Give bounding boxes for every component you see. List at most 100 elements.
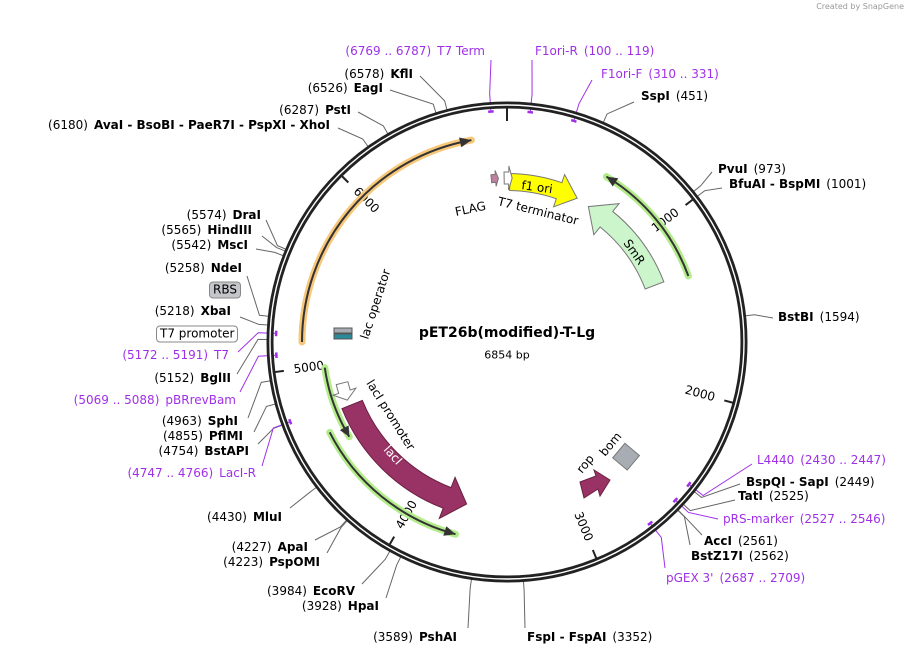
orf-arrow-orange-head [459,137,472,148]
site-label-ecorv[interactable]: (3984)EcoRV [261,584,355,598]
site-position: (4855) [162,429,203,443]
site-name: SphI [207,414,238,428]
site-name: KflI [390,67,413,81]
site-name: PshAI [418,630,457,644]
site-label-drai[interactable]: (5574)DraI [181,208,261,222]
tick-mark [388,536,396,545]
primer-label-f1orif[interactable]: F1ori-F(310 .. 331) [601,67,725,81]
site-label-msci[interactable]: (5542)MscI [165,238,248,252]
site-leader-line [337,127,369,147]
primer-label-t7[interactable]: (5172 .. 5191)T7 [116,348,229,362]
site-label-pflmi[interactable]: (4855)PflMI [157,429,243,443]
site-label-acci[interactable]: AccI(2561) [704,534,784,548]
primer-name: L4440 [757,453,795,467]
site-label-apai[interactable]: (4227) ApaI [226,540,308,554]
site-label-avai[interactable]: (6180)AvaI - BsoBI - PaeR7I - PspXI - Xh… [42,118,330,132]
site-position: (3352) [612,630,653,644]
site-leader-line [522,581,526,629]
site-label-sphi[interactable]: (4963) SphI [156,414,238,428]
site-label-pvui[interactable]: PvuI(973) [718,162,792,176]
primer-label-prsmarker[interactable]: pRS-marker(2527 .. 2546) [723,512,891,526]
site-leader-line [255,248,284,257]
site-label-bstz17i[interactable]: BstZ17I(2562) [691,549,795,563]
tick-mark [724,399,734,404]
site-label-eagi[interactable]: (6526)EagI [302,81,383,95]
site-label-bspqi[interactable]: BspQI - SapI(2449) [746,475,881,489]
site-label-tati[interactable]: TatI(2525) [738,489,815,503]
rbs-feature-box[interactable]: RBS [209,281,241,299]
site-leader-line [357,111,389,134]
site-position: (5152) [154,371,195,385]
primer-label-f1orir[interactable]: F1ori-R(100 .. 119) [535,44,660,58]
site-label-xbai[interactable]: (5218)XbaI [149,304,231,318]
site-name: HindIII [207,223,252,237]
site-leader-lines [236,59,774,629]
site-position: (5218) [154,304,195,318]
site-name: AccI [704,534,732,548]
site-label-psti[interactable]: (6287)PstI [273,103,351,117]
site-name: AvaI - BsoBI - PaeR7I - PspXI - XhoI [93,118,330,132]
site-leader-line [314,519,347,541]
site-name: ApaI [277,540,308,554]
site-label-bstapi[interactable]: (4754)BstAPI [153,444,249,458]
site-name: PstI [325,103,351,117]
site-position: (4963) [161,414,202,428]
primer-binding-mark [570,118,577,123]
site-leader-line [246,275,269,317]
site-label-pshai[interactable]: (3589)PshAI [367,630,457,644]
flag-feature [490,170,499,187]
site-label-kfli[interactable]: (6578)KflI [338,67,413,81]
site-leader-line [419,75,448,110]
site-label-fspi[interactable]: FspI - FspAI (3352) [527,630,658,644]
tick-mark [684,198,694,206]
site-position: (1001) [826,177,867,191]
site-position: (1594) [819,310,860,324]
snapgene-credit: Created by SnapGene [816,2,904,11]
primer-name: F1ori-R [535,44,578,58]
lac-operator-box-bottom [333,333,353,340]
rop-arrow [579,468,611,499]
site-label-pspomi[interactable]: (4223)PspOMI [217,555,320,569]
site-position: (5565) [161,223,202,237]
site-position: (451) [675,89,709,103]
site-position: (4227) [231,540,272,554]
site-leader-line [385,556,402,599]
site-position: (4754) [158,444,199,458]
primer-position: (5172 .. 5191) [122,348,209,362]
primer-name: LacI-R [219,466,256,480]
site-name: BglII [200,371,231,385]
site-leader-line [247,380,271,419]
site-leader-line [261,235,286,252]
primer-label-l4440[interactable]: L4440(2430 .. 2447) [757,453,892,467]
site-label-mlui[interactable]: (4430)MluI [201,510,282,524]
site-label-hpai[interactable]: (3928)HpaI [296,599,379,613]
orf-arrow-orange-line [301,139,472,343]
primer-label-lacir[interactable]: (4747 .. 4766)LacI-R [121,466,256,480]
site-leader-line [289,487,317,509]
site-label-bfuai[interactable]: BfuAI - BspMI(1001) [729,177,872,191]
backbone-gap [269,104,745,580]
primer-label-t7[interactable]: (6769 .. 6787)T7 Term [339,44,485,58]
primer-label-pgex[interactable]: pGEX 3'(2687 .. 2709) [666,571,811,585]
site-label-sspi[interactable]: SspI (451) [641,89,714,103]
site-name: BstBI [778,310,814,324]
site-label-bstbi[interactable]: BstBI (1594) [778,310,866,324]
t7-promoter-feature-box[interactable]: T7 promoter [156,325,239,343]
feature-label-lac-operator: lac operator [358,267,394,341]
primer-label-pbrrevbam[interactable]: (5069 .. 5088)pBRrevBam [68,393,236,407]
laci-promoter-arrow [331,381,358,401]
site-label-hindiii[interactable]: (5565) HindIII [155,223,252,237]
feature-label-rop: rop [574,452,597,476]
site-name: NdeI [210,261,242,275]
feature-arrows [298,136,692,538]
site-label-bglii[interactable]: (5152) BglII [148,371,231,385]
tick-mark [341,175,350,184]
site-name: BspQI - SapI [746,475,829,489]
t7-terminator-feature [503,165,513,191]
site-label-ndei[interactable]: (5258)NdeI [159,261,242,275]
site-name: EcoRV [312,584,355,598]
primer-name: F1ori-F [601,67,643,81]
site-name: SspI [641,89,670,103]
site-name: FspI - FspAI [527,630,607,644]
primer-position: (2527 .. 2546) [799,512,886,526]
